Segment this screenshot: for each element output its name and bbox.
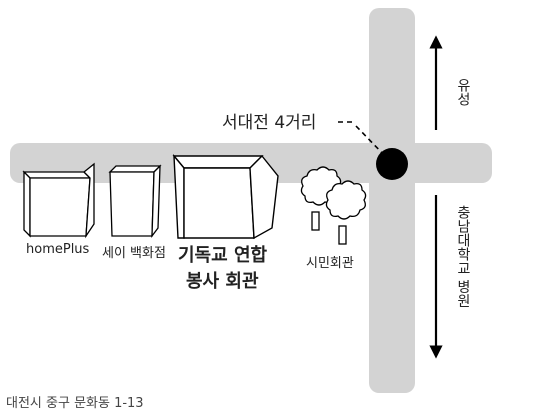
homeplus-building [22,162,95,239]
sei-department-label: 세이 백화점 [102,246,166,261]
sei-department-building [108,164,162,239]
main-building-label-line1: 기독교 연합 [178,245,268,266]
main-building [172,153,279,240]
tree-icon [325,180,367,245]
address-text: 대전시 중구 문화동 1-13 [6,396,144,411]
homeplus-label: homePlus [26,242,90,257]
direction-north-label: 유성 [455,78,471,106]
direction-south-label: 충남대학교 병원 [455,205,471,308]
civic-center-label: 시민회관 [306,256,354,271]
intersection-label: 서대전 4거리 [222,113,317,133]
road-vertical [369,8,415,393]
main-building-label-line2: 봉사 회관 [186,271,259,292]
intersection-marker [376,148,408,180]
